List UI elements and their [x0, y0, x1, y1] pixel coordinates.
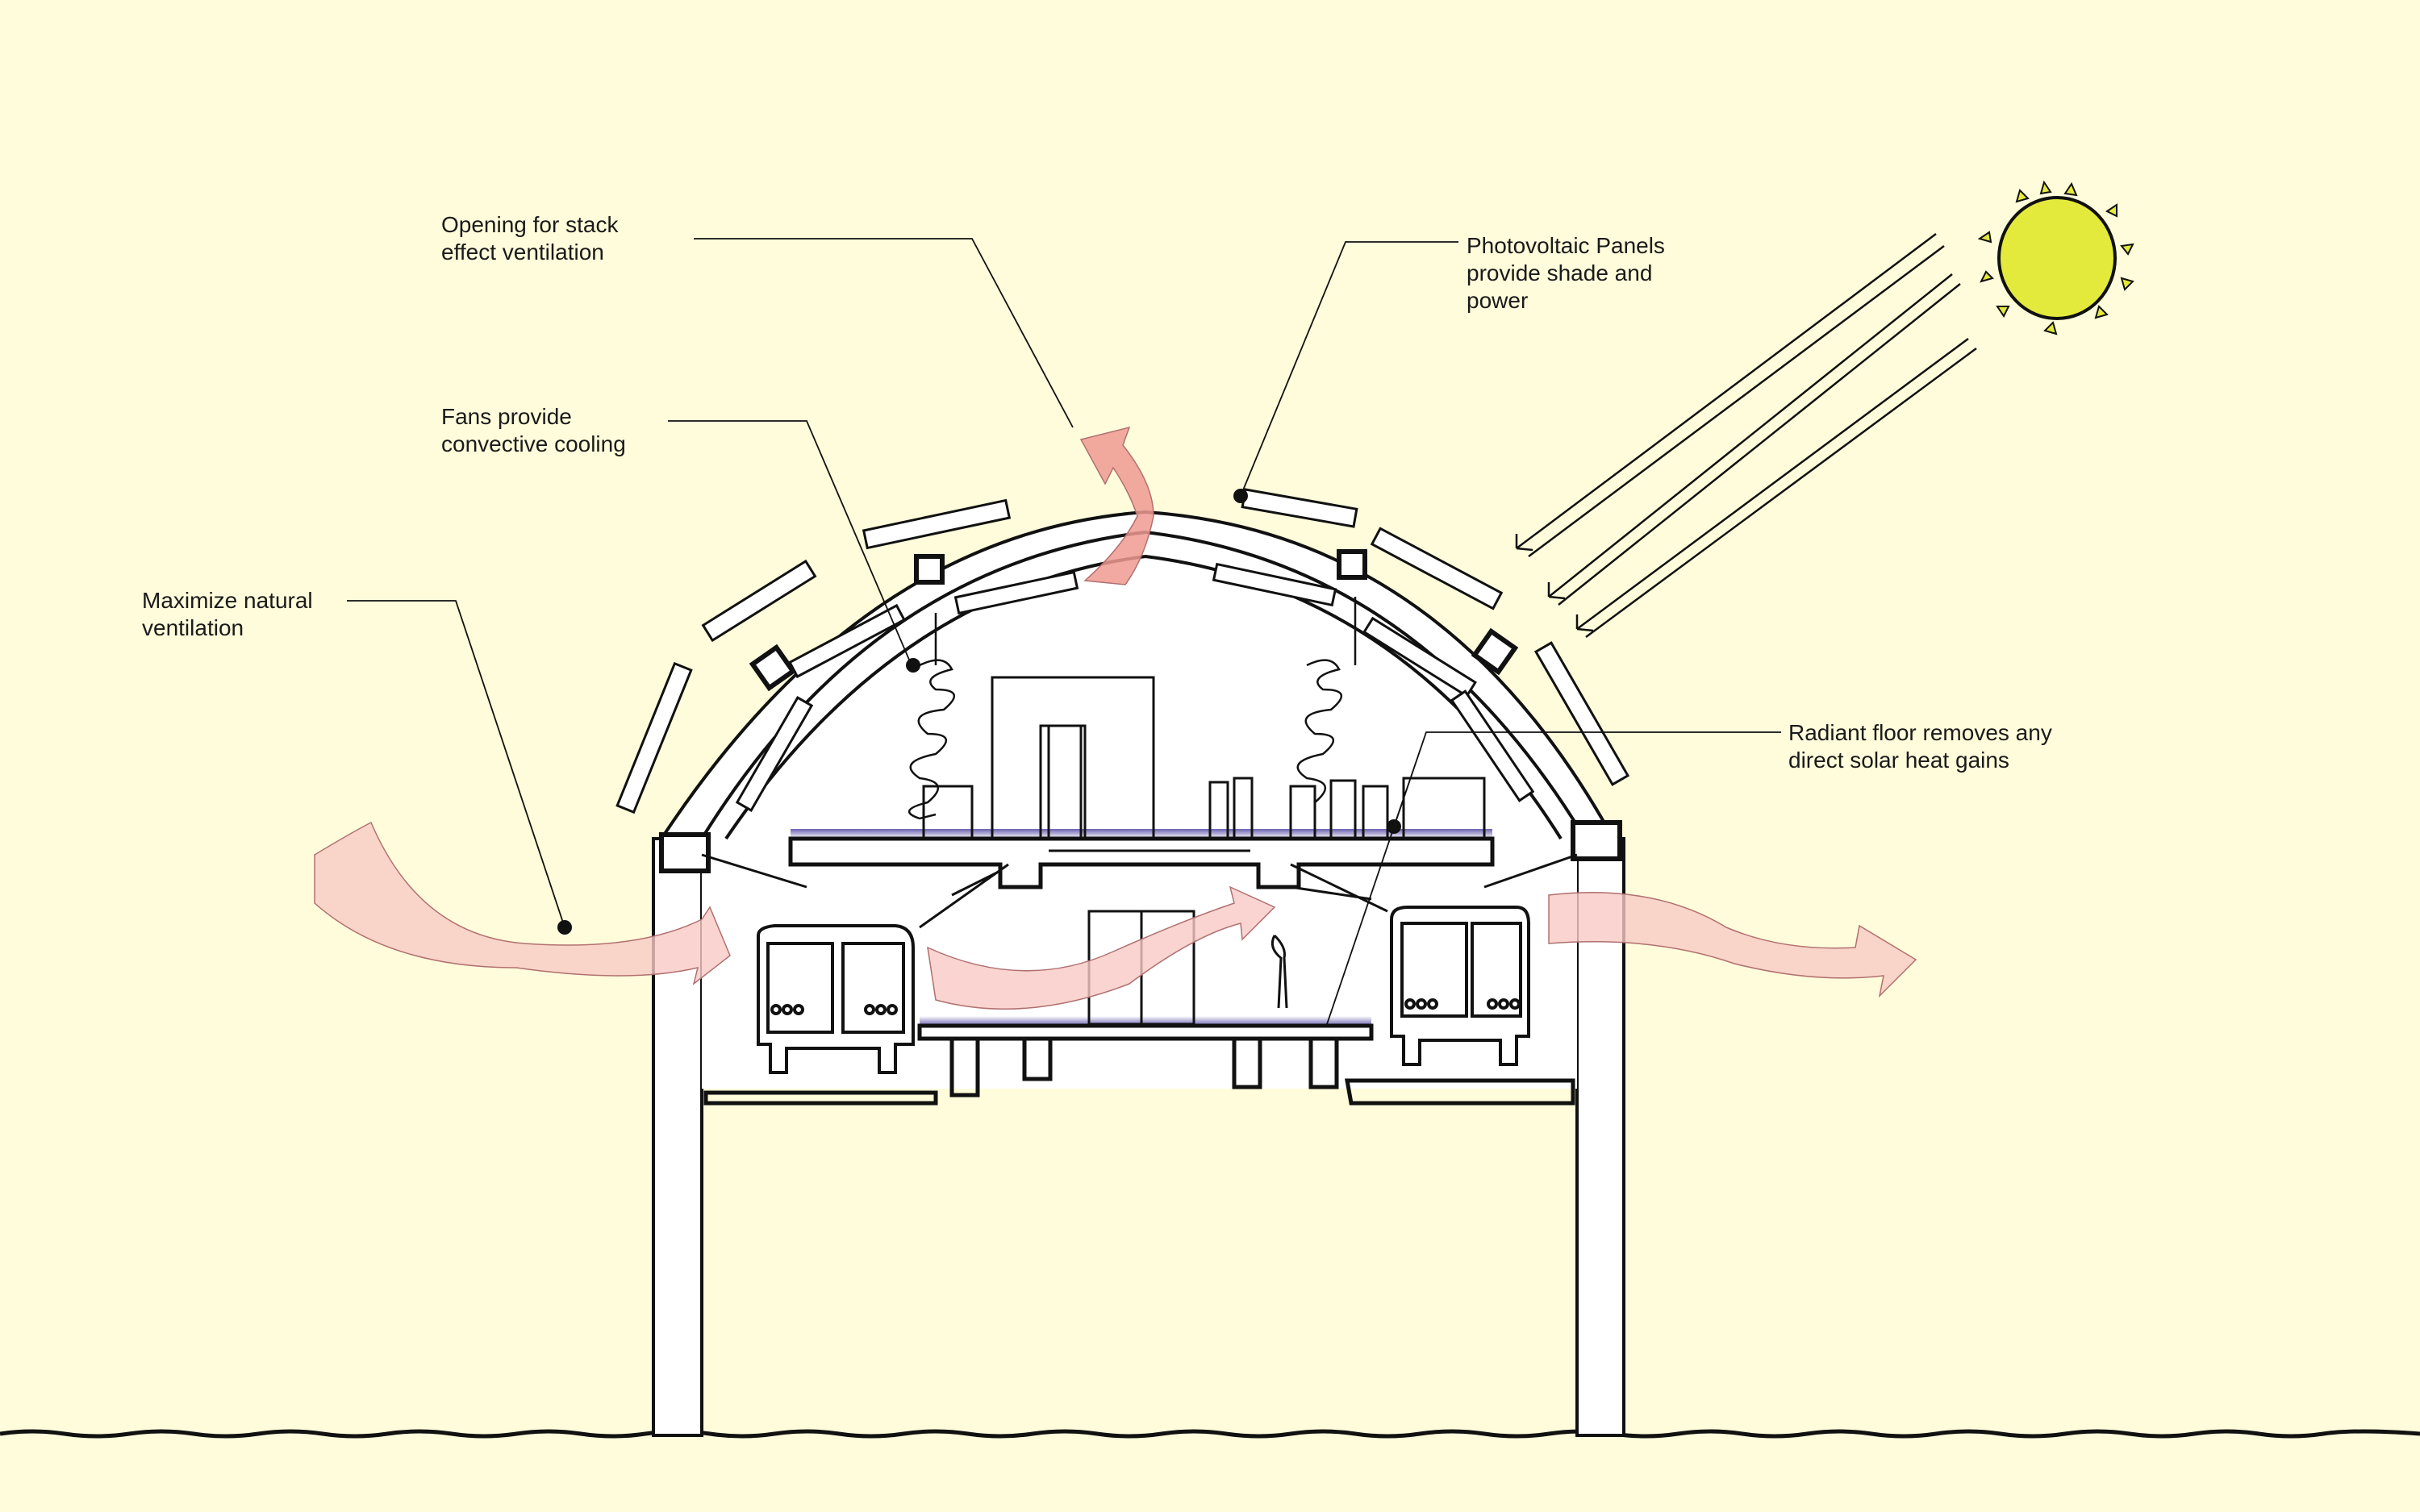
- photovoltaic-panels: [615, 488, 1630, 814]
- leader-pv: [1240, 241, 1458, 497]
- airflow-right-outlet: [1548, 892, 1917, 998]
- label-radiant-line-2: direct solar heat gains: [1788, 748, 2009, 773]
- leader-fans: [668, 420, 912, 666]
- leader-ventilation: [347, 600, 565, 928]
- label-photovoltaic: Photovoltaic Panels provide shade and po…: [1467, 232, 1665, 314]
- leader-stack: [694, 238, 1074, 428]
- label-fans-line-2: convective cooling: [441, 431, 626, 456]
- label-pv-line-3: power: [1467, 288, 1529, 313]
- label-pv-line-2: provide shade and: [1467, 260, 1653, 285]
- roof-structure-blocks: [659, 549, 1622, 873]
- upper-slab: [788, 829, 1495, 889]
- train-left: [757, 924, 915, 1074]
- leader-lines: [347, 238, 1781, 1025]
- airflow-stack-exhaust: [1079, 426, 1154, 585]
- train-right: [1390, 906, 1530, 1066]
- airflow-arrows: [314, 426, 1917, 1010]
- label-stack-ventilation: Opening for stack effect ventilation: [441, 211, 618, 266]
- ground-line: [0, 1429, 2420, 1439]
- leader-dots: [557, 489, 1401, 935]
- label-ventilation-line-1: Maximize natural: [142, 588, 313, 613]
- upper-level-blocks: [922, 676, 1486, 840]
- label-pv-line-1: Photovoltaic Panels: [1467, 233, 1665, 258]
- label-fans-line-1: Fans provide: [441, 404, 572, 429]
- label-natural-ventilation: Maximize natural ventilation: [142, 587, 313, 642]
- label-ventilation-line-2: ventilation: [142, 615, 244, 640]
- sun-rays: [1977, 180, 2134, 335]
- label-radiant-floor: Radiant floor removes any direct solar h…: [1788, 719, 2052, 774]
- label-stack-line-2: effect ventilation: [441, 240, 604, 264]
- solar-rays: [1515, 233, 1977, 639]
- label-fans: Fans provide convective cooling: [441, 403, 626, 458]
- fan-spirals: [908, 597, 1357, 820]
- label-radiant-line-1: Radiant floor removes any: [1788, 720, 2052, 745]
- label-stack-line-1: Opening for stack: [441, 212, 619, 237]
- leader-radiant: [1326, 731, 1781, 1025]
- sun: [1977, 180, 2134, 335]
- airflow-interior: [927, 885, 1276, 1010]
- lower-level: [701, 853, 1578, 1106]
- airflow-left-inlet: [314, 821, 731, 985]
